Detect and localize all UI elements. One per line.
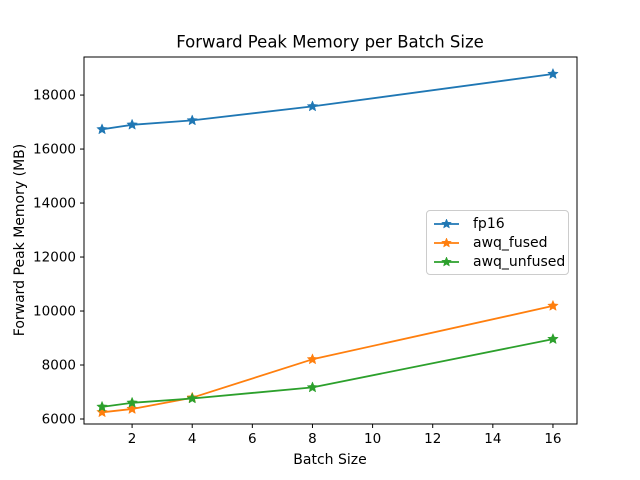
legend-sample-star: [441, 255, 452, 267]
legend-item-awq-unfused: awq_unfused: [433, 253, 566, 271]
legend-sample-star: [441, 217, 452, 229]
data-point-star-fp16: [547, 67, 559, 79]
data-point-star-awq_fused: [306, 353, 319, 365]
legend-item-awq-fused: awq_fused: [433, 234, 564, 252]
series-line-fp16: [101, 73, 554, 131]
y-tick-label: 10000: [33, 304, 76, 320]
x-tick-label: 10: [364, 431, 381, 447]
series-line-awq_unfused: [101, 338, 554, 408]
x-tick-label: 2: [128, 431, 137, 447]
data-point-star-awq_unfused: [547, 332, 559, 345]
data-point-star-awq_unfused: [126, 396, 138, 408]
x-tick-label: 6: [248, 431, 257, 447]
data-point-star-fp16: [126, 118, 138, 130]
x-axis-label: Batch Size: [293, 452, 367, 468]
x-tick-label: 12: [424, 431, 441, 447]
y-tick-label: 18000: [33, 88, 76, 104]
y-tick-label: 14000: [33, 196, 76, 212]
y-tick-label: 6000: [42, 412, 76, 428]
legend-line-star-icon: [434, 255, 459, 267]
legend-label: awq_unfused: [473, 253, 566, 270]
data-point-star-awq_fused: [126, 402, 138, 414]
data-point-star-awq_unfused: [96, 400, 108, 412]
data-point-star-fp16: [186, 114, 199, 126]
y-tick-label: 8000: [42, 358, 76, 374]
y-tick-label: 12000: [33, 250, 76, 266]
legend-label: fp16: [473, 215, 505, 232]
x-tick-label: 14: [484, 431, 501, 447]
legend-label: awq_fused: [473, 234, 548, 251]
x-tick-label: 8: [308, 431, 317, 447]
data-point-star-fp16: [96, 123, 108, 135]
data-point-star-awq_unfused: [186, 392, 199, 404]
x-tick-label: 16: [544, 431, 561, 447]
legend-line-star-icon: [434, 236, 459, 248]
data-point-star-awq_unfused: [306, 381, 319, 393]
data-point-star-fp16: [306, 100, 319, 112]
plot-frame: [83, 56, 578, 425]
chart-title: Forward Peak Memory per Batch Size: [176, 32, 484, 52]
series-line-awq_fused: [101, 305, 554, 414]
data-point-star-awq_fused: [547, 299, 559, 311]
y-tick-label: 16000: [33, 142, 76, 158]
legend-line-star-icon: [434, 217, 459, 229]
legend-sample-star: [441, 236, 452, 248]
data-point-star-awq_fused: [96, 406, 108, 418]
x-tick-label: 4: [188, 431, 197, 447]
legend: fp16 awq_fused awq_unfused: [426, 210, 569, 275]
legend-item-fp16: fp16: [433, 215, 564, 233]
